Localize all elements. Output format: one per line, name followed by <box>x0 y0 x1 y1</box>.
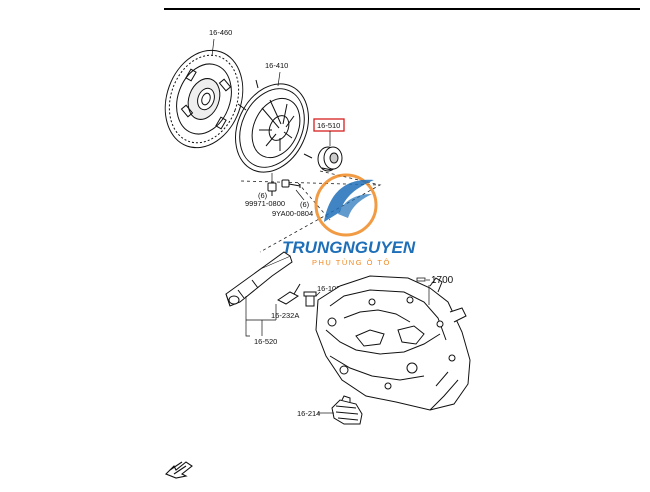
callout-bearing[interactable]: 16-510 <box>317 121 340 130</box>
front-arrow-icon <box>165 461 193 479</box>
bolt-a-drawing <box>267 182 277 196</box>
callout-transaxle: 1700 <box>431 275 454 286</box>
callout-spring: 16-102 <box>317 284 340 293</box>
callout-boot: 16-214 <box>297 409 320 418</box>
highlight-box <box>313 118 345 132</box>
fork-bracket <box>245 296 277 337</box>
release-fork-drawing <box>225 251 293 307</box>
transaxle-drawing <box>315 275 471 411</box>
callout-disc: 16-460 <box>209 28 232 37</box>
boot-drawing <box>331 395 363 425</box>
callout-cover: 16-410 <box>265 61 288 70</box>
pivot-drawing <box>303 291 317 307</box>
callout-bolt-a-part: 99971-0800 <box>245 199 285 208</box>
callout-bolt-b-qty: (6) <box>300 200 310 209</box>
watermark-tagline: PHỤ TÙNG Ô TÔ <box>312 258 391 267</box>
watermark-logo <box>314 173 378 237</box>
clip-drawing <box>277 283 301 305</box>
transaxle-ref-icon <box>416 277 426 282</box>
callout-fork: 16-520 <box>254 337 277 346</box>
callout-bolt-a-qty: (6) <box>258 191 268 200</box>
clutch-cover-drawing <box>235 79 313 173</box>
clutch-disc-drawing <box>164 49 244 149</box>
watermark-brand: TRUNGNGUYEN <box>282 238 416 257</box>
bolt-b-drawing <box>281 179 301 188</box>
guide-lines <box>240 170 382 253</box>
release-bearing-drawing <box>317 146 343 172</box>
callout-bolt-b-part: 9YA00-0804 <box>272 209 313 218</box>
callout-clip: 16-232A <box>271 311 299 320</box>
